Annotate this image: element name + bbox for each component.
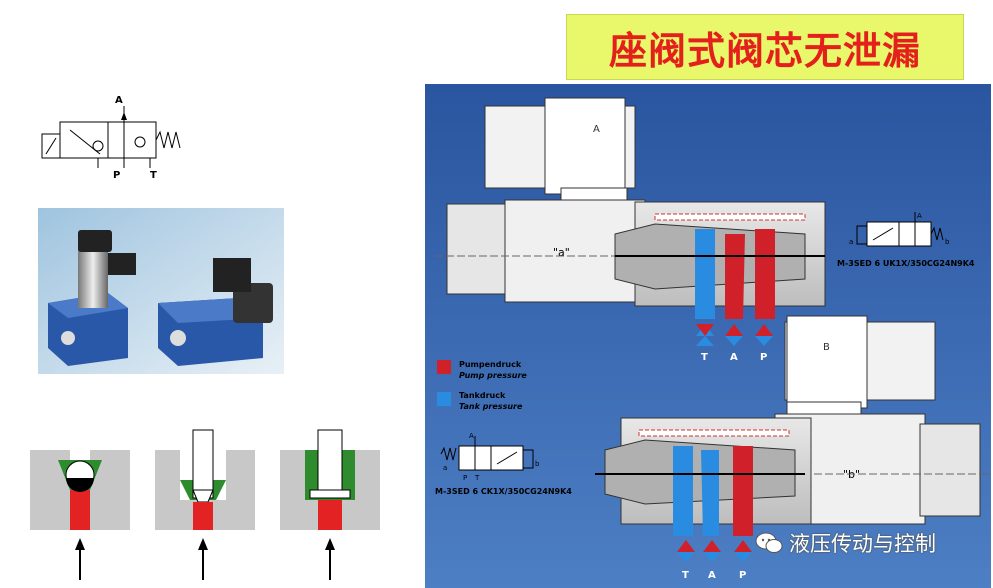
seat-diagrams: [30, 429, 380, 580]
upper-symbol: a A b M-3SED 6 UK1X/350CG24N9K4: [837, 212, 975, 268]
cone-seat-diagram: [155, 429, 255, 580]
symbol-port-p: P: [113, 170, 120, 181]
watermark-text: 液压传动与控制: [789, 532, 936, 556]
symbol-port-a: A: [115, 95, 123, 106]
watermark: 液压传动与控制: [755, 528, 936, 558]
upper-label-a: "a": [553, 246, 570, 259]
legend-pump-swatch: [437, 360, 451, 374]
cross-section-illustration: A "a" T A P a: [425, 84, 991, 588]
lower-model: M-3SED 6 CK1X/350CG24N9K4: [435, 487, 572, 496]
upper-solenoid-label: A: [593, 124, 600, 135]
valve-symbol: A P T: [41, 95, 181, 181]
legend-pump-de: Pumpendruck: [459, 360, 522, 369]
upper-port-a: A: [730, 352, 738, 363]
upper-symbol-A: A: [917, 212, 922, 220]
lower-symbol-T: T: [474, 474, 480, 482]
upper-ports: T A P: [696, 324, 773, 363]
lower-symbol: a A P T b M-3SED 6 CK1X/350CG24N9K4: [435, 432, 572, 496]
upper-port-p: P: [760, 352, 767, 363]
lower-ports: T A P: [677, 540, 752, 581]
symbol-port-t: T: [150, 170, 157, 181]
upper-valve: A "a": [435, 97, 826, 319]
page-title: 座阀式阀芯无泄漏: [608, 28, 921, 73]
lower-port-p: P: [739, 570, 746, 581]
lower-symbol-a: a: [443, 464, 447, 472]
ball-seat-diagram: [30, 450, 130, 580]
lower-port-t: T: [682, 570, 689, 581]
legend-tank-de: Tankdruck: [459, 391, 506, 400]
upper-model: M-3SED 6 UK1X/350CG24N9K4: [837, 259, 975, 268]
wechat-icon: [755, 532, 783, 553]
valve-photo: [38, 208, 284, 374]
upper-symbol-a: a: [849, 238, 853, 246]
legend-tank-en: Tank pressure: [459, 402, 523, 411]
upper-port-t: T: [701, 352, 708, 363]
lower-symbol-b: b: [535, 460, 540, 468]
lower-port-a: A: [708, 570, 716, 581]
lower-symbol-P: P: [463, 474, 467, 482]
upper-symbol-b: b: [945, 238, 950, 246]
legend: Pumpendruck Pump pressure Tankdruck Tank…: [437, 360, 527, 411]
flat-seat-diagram: [280, 429, 380, 580]
legend-pump-en: Pump pressure: [459, 371, 527, 380]
lower-solenoid-label: B: [823, 342, 830, 353]
lower-symbol-A: A: [469, 432, 474, 440]
legend-tank-swatch: [437, 392, 451, 406]
title-banner: 座阀式阀芯无泄漏: [566, 14, 964, 80]
lower-valve: B "b": [595, 315, 991, 536]
valve-cross-section-panel: A "a" T A P a: [425, 84, 991, 588]
valve-photo-illustration: [38, 208, 284, 374]
